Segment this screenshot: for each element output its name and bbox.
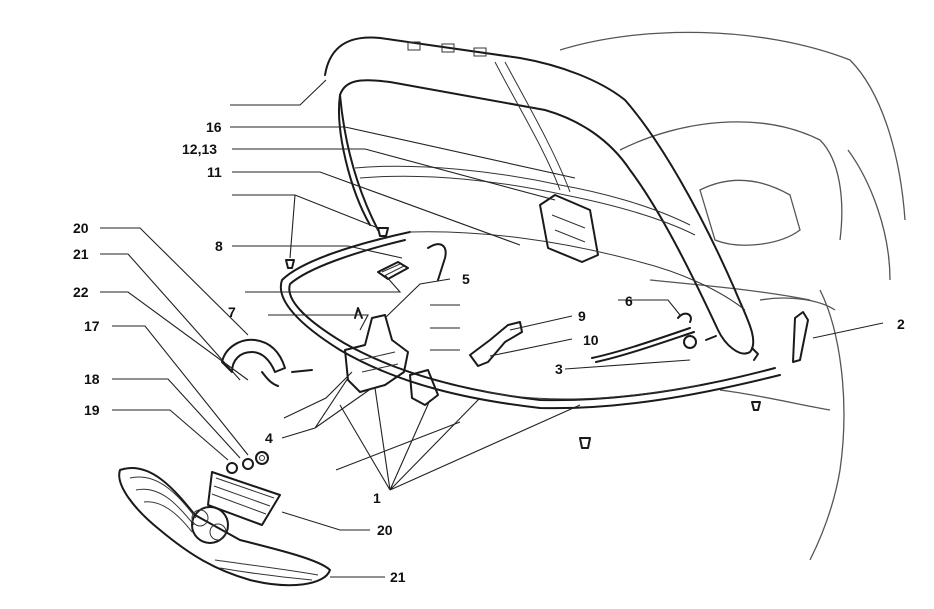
leader-lines (100, 79, 884, 578)
hood-seal (279, 231, 781, 410)
label-16: 16 (206, 119, 222, 135)
label-4: 4 (265, 430, 273, 446)
label-17: 17 (84, 318, 100, 334)
label-5: 5 (462, 271, 470, 287)
screws (285, 227, 761, 449)
label-18: 18 (84, 371, 100, 387)
label-11: 11 (207, 164, 222, 180)
label-8: 8 (215, 238, 223, 254)
label-21-bottom: 21 (390, 569, 406, 585)
hood-lid (324, 36, 755, 355)
label-9: 9 (578, 308, 586, 324)
label-3: 3 (555, 361, 563, 377)
label-1: 1 (373, 490, 381, 506)
hood-prop-bracket (469, 321, 523, 367)
part-labels: 16 12,13 11 8 5 7 6 2 9 10 3 20 21 22 17… (73, 119, 905, 585)
hood-latch (344, 307, 439, 406)
emblem-clip (221, 338, 313, 387)
front-emblem (118, 467, 331, 587)
label-20-top: 20 (73, 220, 89, 236)
label-22: 22 (73, 284, 89, 300)
nuts-washers (226, 451, 269, 474)
label-10: 10 (583, 332, 599, 348)
label-19: 19 (84, 402, 100, 418)
label-7: 7 (228, 304, 236, 320)
rubber-pad (377, 243, 447, 281)
label-6: 6 (625, 293, 633, 309)
car-body-outline (559, 31, 906, 561)
label-21-top: 21 (73, 246, 89, 262)
label-12-13: 12,13 (182, 141, 217, 157)
label-20-bottom: 20 (377, 522, 393, 538)
hood-hinge (792, 311, 809, 363)
release-cable (591, 312, 717, 363)
label-2: 2 (897, 316, 905, 332)
